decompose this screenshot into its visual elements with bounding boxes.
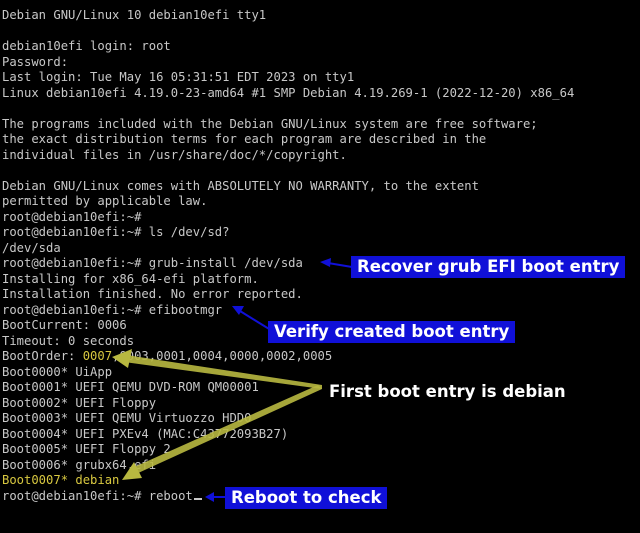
terminal-line: BootCurrent: 0006 <box>2 318 127 332</box>
terminal-line <box>2 101 640 117</box>
terminal-line: permitted by applicable law. <box>2 194 208 208</box>
terminal-line: root@debian10efi:~# ls /dev/sd? <box>2 225 230 239</box>
terminal-line: Debian GNU/Linux 10 debian10efi tty1 <box>2 8 267 22</box>
verify-callout: Verify created boot entry <box>268 321 516 343</box>
terminal-line <box>2 24 640 40</box>
terminal-line: Last login: Tue May 16 05:31:51 EDT 2023… <box>2 70 355 84</box>
terminal-line: root@debian10efi:~# efibootmgr <box>2 302 223 317</box>
terminal-line: The programs included with the Debian GN… <box>2 116 538 131</box>
grub-callout: Recover grub EFI boot entry <box>351 256 626 278</box>
terminal-line: Boot0003* UEFI QEMU Virtuozzo HDD0 <box>2 411 252 425</box>
reboot-command-line[interactable]: root@debian10efi:~# reboot <box>2 489 640 505</box>
terminal-line: /dev/sda <box>2 240 61 255</box>
boot-order-rest: ,0003,0001,0004,0000,0002,0005 <box>112 349 333 363</box>
terminal-line: Debian GNU/Linux comes with ABSOLUTELY N… <box>2 178 479 193</box>
boot-entry-debian: Boot0007* debian <box>2 473 120 487</box>
boot-order-label: BootOrder: <box>2 349 83 363</box>
terminal-line: Boot0004* UEFI PXEv4 (MAC:C43772093B27) <box>2 426 289 441</box>
text-cursor <box>193 497 202 500</box>
terminal-line: Boot0000* UiApp <box>2 364 113 379</box>
terminal-line: root@debian10efi:~# grub-install /dev/sd… <box>2 256 303 270</box>
terminal-line: Boot0006* grubx64.efi <box>2 457 157 472</box>
reboot-callout: Reboot to check <box>225 487 388 509</box>
terminal-line: debian10efi login: root <box>2 39 171 53</box>
terminal-line <box>2 163 640 179</box>
terminal-line: the exact distribution terms for each pr… <box>2 132 487 146</box>
terminal-line: Password: <box>2 54 69 69</box>
first-entry-label: First boot entry is debian <box>329 382 566 401</box>
boot-order-first: 0007 <box>82 349 113 363</box>
terminal-line: individual files in /usr/share/doc/*/cop… <box>2 147 347 162</box>
boot-order-line: BootOrder: 0007,0003,0001,0004,0000,0002… <box>2 349 640 365</box>
terminal-line: Installing for x86_64-efi platform. <box>2 271 259 286</box>
reboot-command: root@debian10efi:~# reboot <box>2 488 193 503</box>
terminal-line: Installation finished. No error reported… <box>2 287 303 301</box>
terminal-line: root@debian10efi:~# <box>2 209 142 224</box>
terminal-line: Linux debian10efi 4.19.0-23-amd64 #1 SMP… <box>2 85 575 100</box>
terminal-line: Boot0005* UEFI Floppy 2 <box>2 442 171 456</box>
terminal-line: Timeout: 0 seconds <box>2 333 135 348</box>
